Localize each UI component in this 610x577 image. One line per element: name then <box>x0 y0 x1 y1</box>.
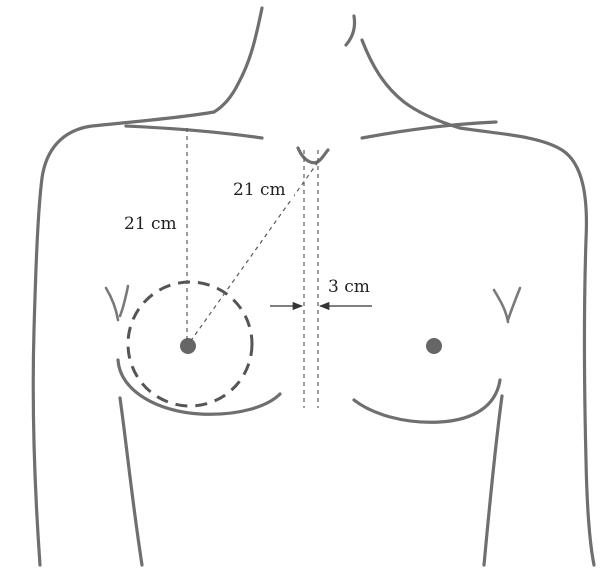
right-axilla-fold <box>494 290 508 322</box>
right-nipple <box>426 338 442 354</box>
vertical-distance-label: 21 cm <box>124 214 177 234</box>
right-axilla-fold-2 <box>508 288 520 320</box>
midline-offset-label: 3 cm <box>328 277 370 297</box>
diagonal-distance-label: 21 cm <box>233 180 286 200</box>
right-breast-outline <box>354 380 500 422</box>
left-axilla-fold <box>106 288 118 320</box>
right-torso-line <box>484 396 502 565</box>
left-axilla-fold-2 <box>120 286 128 316</box>
left-clavicle <box>126 126 262 138</box>
jugular-notch <box>298 148 328 163</box>
left-nipple <box>180 338 196 354</box>
left-torso-line <box>120 398 142 565</box>
neck-right-outline <box>346 16 355 45</box>
neck-left-outline <box>214 8 262 112</box>
neck-right-inner-outline <box>362 40 460 128</box>
right-shoulder-outline <box>460 128 594 565</box>
